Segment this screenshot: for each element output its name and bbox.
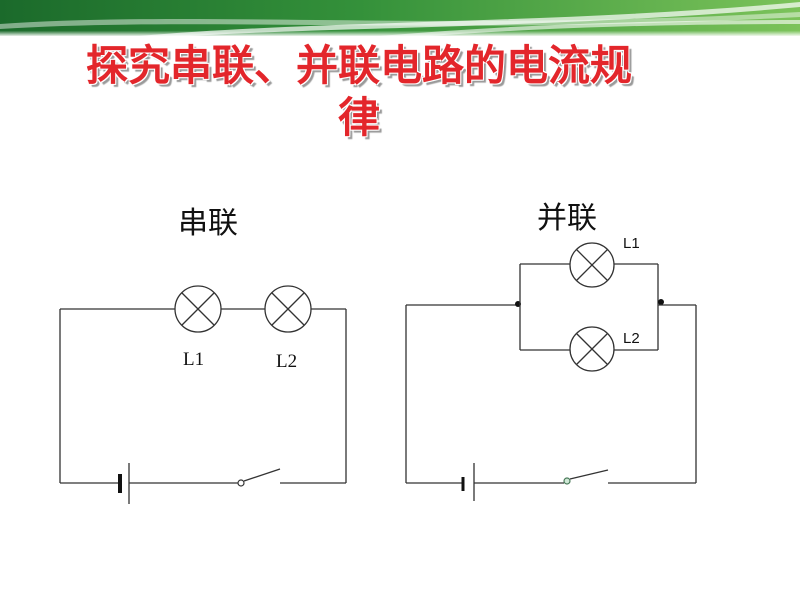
- junction-node-right: [658, 299, 664, 305]
- lamp-cross: [181, 292, 215, 326]
- lamp-label-l1: L1: [183, 349, 204, 370]
- switch-lever: [569, 469, 609, 480]
- lamp-label-l2: L2: [276, 351, 297, 372]
- parallel-circuit-label: 并联: [537, 201, 597, 236]
- lamp-label-l2: L2: [623, 330, 640, 347]
- lamp-label-l1: L1: [623, 235, 640, 252]
- banner-fade: [0, 0, 800, 36]
- switch-pivot: [237, 479, 245, 487]
- slide-title: 探究串联、并联电路的电流规律: [85, 41, 632, 142]
- parallel-circuit: 并联 L1 L2: [405, 201, 697, 501]
- series-circuit: 串联 L1 L2: [59, 206, 347, 504]
- lamp-l1: [174, 285, 222, 333]
- switch-lever: [243, 468, 281, 482]
- lamp-cross: [576, 333, 608, 365]
- switch-pivot: [563, 477, 571, 485]
- decorative-banner: [0, 0, 800, 36]
- series-circuit-label: 串联: [178, 206, 238, 241]
- lamp-l1: [569, 242, 615, 288]
- lamp-l2: [264, 285, 312, 333]
- lamp-l2: [569, 326, 615, 372]
- lamp-cross: [271, 292, 305, 326]
- lamp-cross: [576, 249, 608, 281]
